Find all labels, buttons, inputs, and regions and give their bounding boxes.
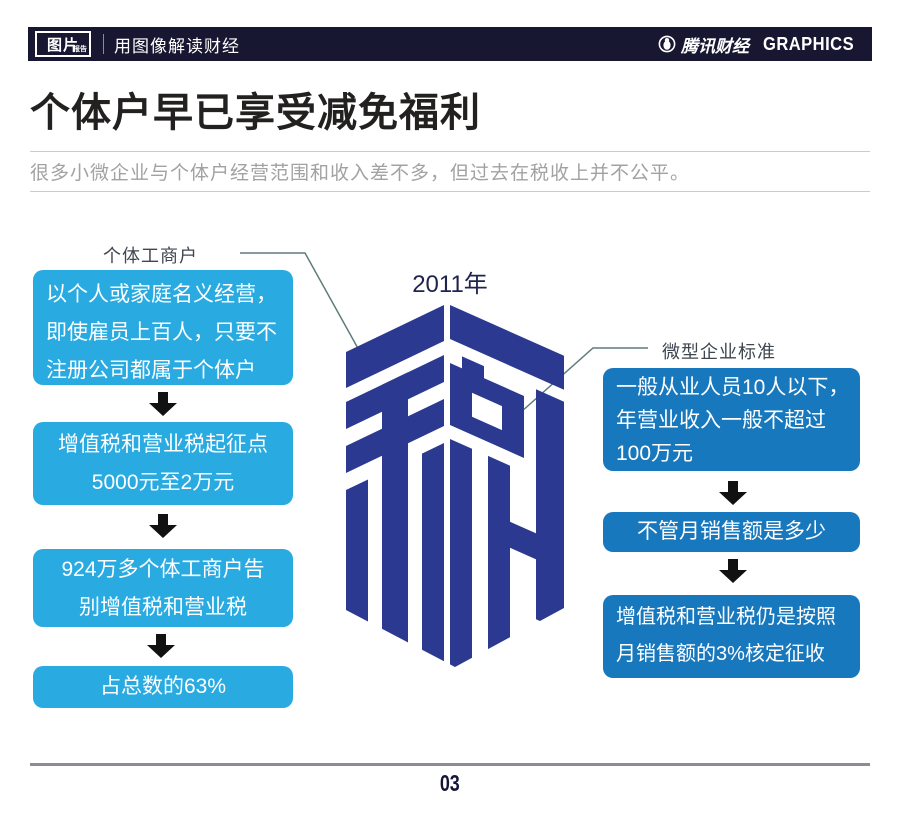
down-arrow-icon bbox=[719, 481, 747, 505]
down-arrow-icon bbox=[149, 392, 177, 416]
box-line: 别增值税和营业税 bbox=[79, 596, 247, 619]
left-flow-box-2: 增值税和营业税起征点 5000元至2万元 bbox=[33, 422, 293, 505]
box-line: 924万多个体工商户告 bbox=[61, 558, 265, 581]
brand-name-cn: 腾讯财经 bbox=[680, 36, 749, 56]
down-arrow-icon bbox=[719, 559, 747, 583]
box-line: 增值税和营业税起征点 bbox=[58, 433, 268, 456]
penguin-icon bbox=[658, 35, 676, 53]
left-flow-box-1: 以个人或家庭名义经营， 即使雇员上百人，只要不 注册公司都属于个体户 bbox=[33, 270, 293, 385]
tax-cube-logo bbox=[346, 305, 564, 667]
box-line: 即使雇员上百人，只要不 bbox=[46, 321, 277, 344]
left-flow-box-3: 924万多个体工商户告 别增值税和营业税 bbox=[33, 549, 293, 627]
logo-text-primary: 图片 bbox=[46, 36, 79, 54]
page-title: 个体户早已享受减免福利 bbox=[30, 91, 481, 135]
right-flow-box-3: 增值税和营业税仍是按照 月销售额的3%核定征收 bbox=[603, 595, 860, 678]
header-tagline: 用图像解读财经 bbox=[114, 36, 240, 56]
box-line: 不管月销售额是多少 bbox=[637, 520, 826, 543]
box-line: 注册公司都属于个体户 bbox=[46, 359, 256, 382]
header-divider bbox=[103, 34, 104, 54]
publication-logo: 图片 报告 bbox=[35, 31, 91, 57]
box-line: 年营业收入一般不超过 bbox=[616, 409, 826, 432]
divider-line-bottom bbox=[30, 191, 870, 192]
right-flow-box-2: 不管月销售额是多少 bbox=[603, 512, 860, 552]
brand-name-en: GRAPHICS bbox=[762, 33, 855, 54]
right-flow-box-1: 一般从业人员10人以下， 年营业收入一般不超过 100万元 bbox=[603, 368, 860, 471]
down-arrow-icon bbox=[149, 514, 177, 538]
footer-divider-line bbox=[30, 763, 870, 766]
box-line: 100万元 bbox=[616, 442, 694, 465]
down-arrow-icon bbox=[147, 634, 175, 658]
box-line: 以个人或家庭名义经营， bbox=[46, 283, 277, 306]
left-flow-box-4: 占总数的63% bbox=[33, 666, 293, 708]
header-brand: 腾讯财经 GRAPHICS bbox=[658, 32, 872, 57]
box-line: 增值税和营业税仍是按照 bbox=[616, 606, 836, 628]
left-flow-label: 个体工商户 bbox=[103, 246, 198, 266]
box-line: 5000元至2万元 bbox=[91, 471, 235, 494]
box-line: 占总数的63% bbox=[99, 675, 227, 698]
year-label: 2011年 bbox=[412, 271, 488, 298]
header-bar: 图片 报告 用图像解读财经 腾讯财经 GRAPHICS bbox=[28, 27, 872, 61]
box-line: 一般从业人员10人以下， bbox=[616, 376, 850, 399]
box-line: 月销售额的3%核定征收 bbox=[616, 643, 825, 665]
page-number: 03 bbox=[440, 770, 460, 796]
right-flow-label: 微型企业标准 bbox=[662, 342, 776, 362]
divider-line-top bbox=[30, 151, 870, 152]
logo-text-secondary: 报告 bbox=[73, 46, 87, 53]
page-subtitle: 很多小微企业与个体户经营范围和收入差不多，但过去在税收上并不公平。 bbox=[30, 163, 691, 184]
